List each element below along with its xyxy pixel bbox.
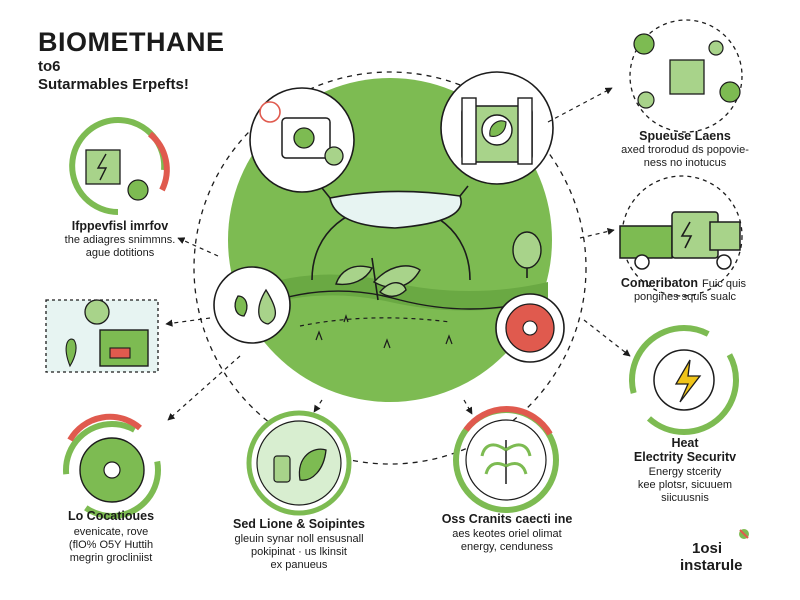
right-top-text-1: axed trorodud ds popovie- xyxy=(621,144,749,156)
right-mid-heading: Comeribaton xyxy=(620,276,698,290)
biogas-tank-icon xyxy=(440,71,554,185)
delivery-truck-icon xyxy=(619,175,743,297)
right-low-heading-1: Heat xyxy=(671,436,699,450)
right-low-heading-2: Electrity Securitv xyxy=(633,450,737,464)
subtitle-line-1: to6 xyxy=(38,58,61,75)
left-top-heading: Ifppevfisl imrfov xyxy=(71,219,169,233)
sprout-badge-icon xyxy=(453,406,559,513)
bottom-mid-text-1: gleuin synar noll ensusnall xyxy=(234,533,364,545)
bottom-left-heading: Lo Cocatioues xyxy=(67,509,155,523)
right-mid-heading-extra: Fuic quis xyxy=(702,278,747,290)
subtitle-line-2: Sutarmables Erpefts! xyxy=(38,76,189,93)
plant-machine-icon xyxy=(45,299,159,373)
left-top-text-2: ague dotitions xyxy=(85,247,155,259)
red-flower-icon xyxy=(495,293,565,363)
bottom-right-text-2: energy, cenduness xyxy=(460,541,554,553)
energy-cycle-icon xyxy=(69,117,170,215)
bottom-right-heading: Oss Cranits caecti ine xyxy=(441,512,573,526)
right-low-text-2: kee plotsr, sicuuem xyxy=(637,479,733,491)
page-title: BIOMETHANE xyxy=(38,27,225,57)
bottom-mid-text-3: ex panueus xyxy=(270,559,328,571)
right-mid-text-1: pongines squis sualc xyxy=(633,291,737,303)
dashed-connection-ring xyxy=(193,71,587,465)
bottom-left-text-3: megrin grocliniist xyxy=(69,552,153,564)
bottom-left-text-2: (flO% O5Y Huttih xyxy=(68,539,154,551)
brand-line-1: 1osi xyxy=(692,540,723,557)
left-top-text-1: the adiagres snimmns. xyxy=(64,234,176,246)
leaf-badge-icon xyxy=(246,410,352,516)
brand-logo-icon xyxy=(739,529,749,539)
right-top-heading: Spueuse Laens xyxy=(639,129,731,143)
electricity-cycle-icon xyxy=(629,325,739,435)
bottom-right-text-1: aes keotes oriel olimat xyxy=(452,528,562,540)
brand-line-2: instarule xyxy=(680,557,743,574)
right-top-text-2: ness no inotucus xyxy=(643,157,727,169)
flower-wheel-icon xyxy=(63,413,161,519)
water-drop-icon xyxy=(213,266,291,344)
lab-document-icon xyxy=(249,87,355,193)
bottom-mid-heading: Sed Lione & Soipintes xyxy=(233,517,365,531)
right-low-text-1: Energy stcerity xyxy=(648,466,722,478)
connector-arrows xyxy=(165,87,631,421)
recycle-cluster-icon xyxy=(629,19,743,133)
right-low-text-3: siicuusnis xyxy=(661,492,709,504)
bottom-left-text-1: evenicate, rove xyxy=(73,526,149,538)
bottom-mid-text-2: pokipinat · us lkinsit xyxy=(251,546,347,558)
